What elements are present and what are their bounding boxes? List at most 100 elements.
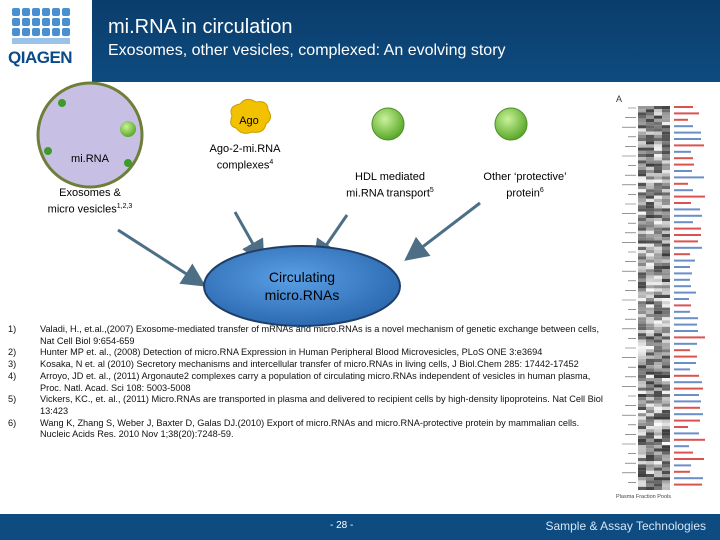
heatmap-cell (646, 419, 654, 423)
heatmap-cell (646, 173, 654, 177)
heatmap-cell (654, 211, 662, 215)
heatmap-cell (662, 352, 670, 356)
heatmap-cell (662, 253, 670, 257)
heatmap-row-label (674, 355, 697, 358)
heatmap-cell (662, 368, 670, 372)
footer-bar (0, 514, 720, 540)
heatmap-cell (662, 166, 670, 170)
heatmap-cell (654, 438, 662, 442)
heatmap-cell (662, 131, 670, 135)
heatmap-cell (638, 384, 646, 388)
heatmap-cell (638, 125, 646, 129)
heatmap-cell (654, 195, 662, 199)
heatmap-cell (654, 368, 662, 372)
exosomes-label-line1: Exosomes & (59, 187, 121, 199)
heatmap-cell (654, 362, 662, 366)
protein-ref: 6 (539, 187, 544, 194)
heatmap-cell (646, 138, 654, 142)
heatmap-cell (638, 371, 646, 375)
heatmap-cell (654, 141, 662, 145)
heatmap-cell (654, 237, 662, 241)
heatmap-cell (646, 144, 654, 148)
heatmap-cell (638, 336, 646, 340)
heatmap-cell (638, 445, 646, 449)
heatmap-cell (662, 160, 670, 164)
heatmap-cell (654, 192, 662, 196)
heatmap-cell (646, 454, 654, 458)
heatmap-row-label (674, 458, 704, 460)
exosome-vesicle (36, 81, 144, 189)
heatmap-cell (646, 314, 654, 318)
heatmap-row-label (674, 374, 699, 377)
heatmap-cell (646, 323, 654, 327)
heatmap-cell (638, 138, 646, 142)
heatmap-cell (662, 176, 670, 180)
heatmap-cell (662, 416, 670, 420)
heatmap-cell (662, 374, 670, 378)
heatmap-cell (662, 243, 670, 247)
heatmap-cell (646, 352, 654, 356)
heatmap-row-label (674, 189, 693, 192)
heatmap-cell (638, 227, 646, 231)
logo: QIAGEN (0, 0, 92, 82)
heatmap-cell (638, 426, 646, 430)
heatmap-cell (646, 160, 654, 164)
heatmap-cell (646, 429, 654, 433)
heatmap-cell (638, 355, 646, 359)
heatmap-cell (662, 323, 670, 327)
heatmap-cell (638, 451, 646, 455)
heatmap-cell (638, 154, 646, 158)
heatmap-cell (638, 362, 646, 366)
heatmap-cell (662, 179, 670, 183)
heatmap-cell (654, 422, 662, 426)
heatmap-row-label (674, 227, 701, 230)
heatmap-cell (646, 416, 654, 420)
heatmap-cell (654, 106, 662, 110)
heatmap-cell (646, 358, 654, 362)
ago2-ref: 4 (269, 159, 274, 166)
heatmap-cell (662, 192, 670, 196)
heatmap-cell (654, 349, 662, 353)
heatmap-cell (646, 326, 654, 330)
reference-number: 6) (8, 417, 17, 428)
heatmap-cell (646, 320, 654, 324)
heatmap-cell (646, 432, 654, 436)
heatmap-cell (654, 461, 662, 465)
heatmap-cell (654, 224, 662, 228)
heatmap-cell (662, 278, 670, 282)
reference-number: 5) (8, 394, 17, 405)
heatmap-cell (638, 250, 646, 254)
heatmap-cell (646, 406, 654, 410)
heatmap-cell (654, 240, 662, 244)
heatmap-cell (662, 227, 670, 231)
heatmap-row-label (674, 266, 690, 268)
heatmap-cell (654, 166, 662, 170)
heatmap-cell (638, 134, 646, 138)
heatmap-cell (646, 240, 654, 244)
heatmap-cell (638, 112, 646, 116)
heatmap-cell (654, 266, 662, 270)
heatmap-cell (646, 442, 654, 446)
heatmap-cell (646, 118, 654, 122)
heatmap-cell (638, 442, 646, 446)
heatmap-cell (638, 195, 646, 199)
heatmap-cell (654, 122, 662, 126)
heatmap-cell (646, 355, 654, 359)
heatmap-cell (662, 342, 670, 346)
heatmap-cell (662, 144, 670, 148)
heatmap-cell (646, 163, 654, 167)
heatmap-row-label (674, 272, 692, 275)
heatmap-cell (638, 342, 646, 346)
heatmap-cell (654, 221, 662, 225)
heatmap-cell (662, 419, 670, 423)
heatmap-cell (646, 278, 654, 282)
heatmap-row-label (674, 221, 693, 224)
protein-label: Other ‘protective’ protein6 (465, 170, 585, 201)
logo-dots-icon (12, 8, 70, 44)
heatmap-row-label (674, 419, 700, 422)
heatmap-cell (638, 339, 646, 343)
heatmap-cell (662, 461, 670, 465)
heatmap-cell (662, 106, 670, 110)
heatmap-cell (654, 480, 662, 484)
hdl-ref: 5 (429, 187, 434, 194)
